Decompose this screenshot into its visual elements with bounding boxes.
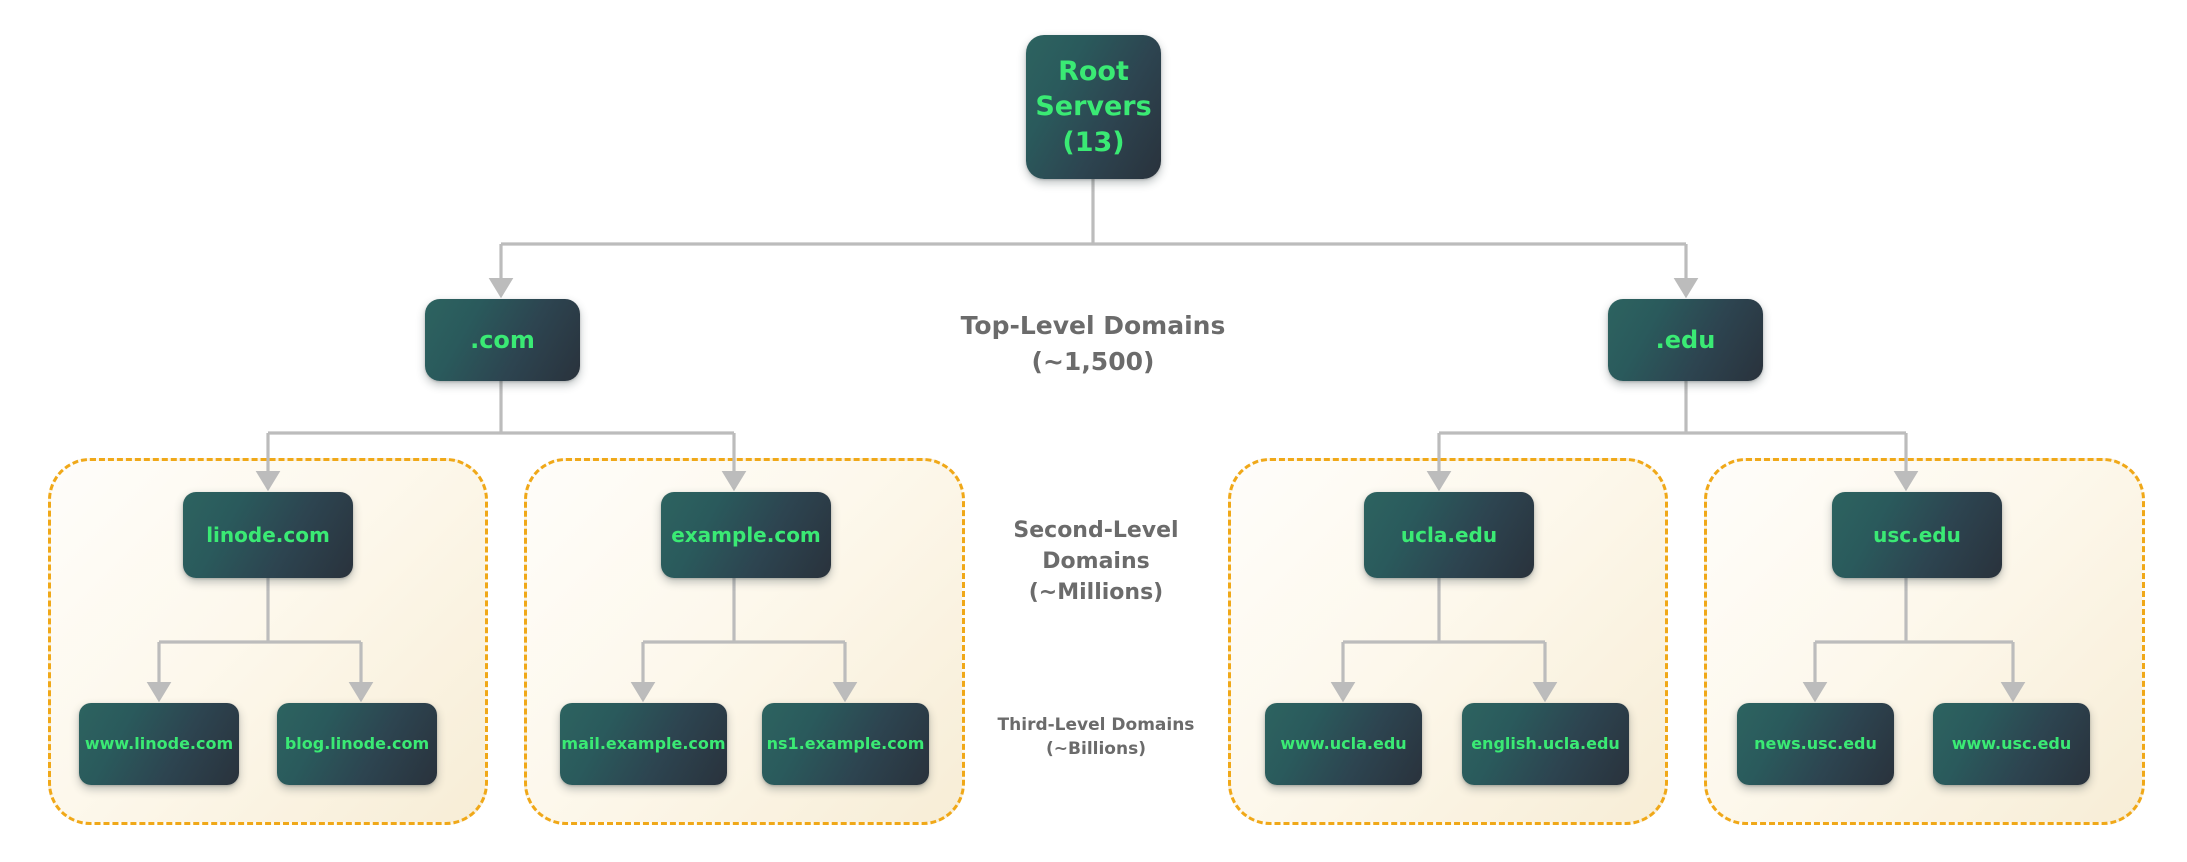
node-tld-edu[interactable]: .edu [1608, 299, 1763, 381]
node-third-mail-example-com[interactable]: mail.example.com [560, 703, 727, 785]
node-sld-usc-edu[interactable]: usc.edu [1832, 492, 2002, 578]
node-root-servers[interactable]: Root Servers (13) [1026, 35, 1161, 179]
node-sld-ucla-edu[interactable]: ucla.edu [1364, 492, 1534, 578]
node-third-blog-linode-com[interactable]: blog.linode.com [277, 703, 437, 785]
caption-second-level-domains: Second-Level Domains (~Millions) [1013, 518, 1179, 606]
node-tld-com[interactable]: .com [425, 299, 580, 381]
node-third-english-ucla-edu[interactable]: english.ucla.edu [1462, 703, 1629, 785]
node-sld-linode-com[interactable]: linode.com [183, 492, 353, 578]
caption-top-level-domains: Top-Level Domains (~1,500) [960, 311, 1226, 376]
node-third-ns1-example-com[interactable]: ns1.example.com [762, 703, 929, 785]
node-sld-example-com[interactable]: example.com [661, 492, 831, 578]
node-third-www-ucla-edu[interactable]: www.ucla.edu [1265, 703, 1422, 785]
node-third-news-usc-edu[interactable]: news.usc.edu [1737, 703, 1894, 785]
node-third-www-linode-com[interactable]: www.linode.com [79, 703, 239, 785]
node-third-www-usc-edu[interactable]: www.usc.edu [1933, 703, 2090, 785]
caption-third-level-domains: Third-Level Domains (~Billions) [997, 715, 1195, 760]
